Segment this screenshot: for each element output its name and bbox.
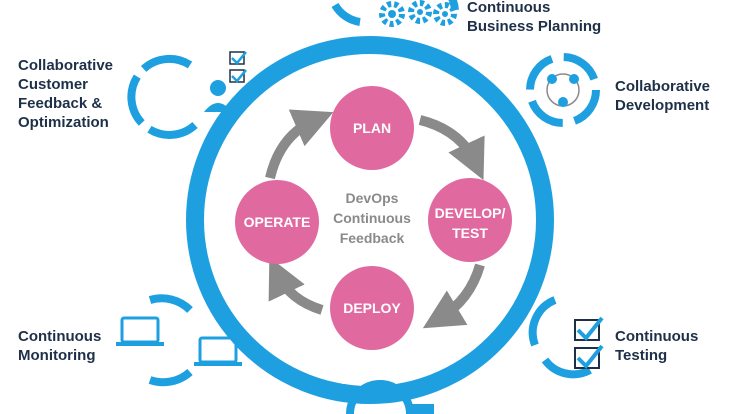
center-line-1: DevOps xyxy=(346,190,399,206)
label-collab-development: Collaborative Development xyxy=(615,78,711,114)
center-line-2: Continuous xyxy=(333,210,411,226)
label-continuous-monitoring: Continuous Monitoring xyxy=(18,328,102,364)
stage-develop-label-2: TEST xyxy=(452,225,488,241)
stage-develop-circle xyxy=(428,178,512,262)
stage-operate-label: OPERATE xyxy=(244,214,311,230)
gears-icon xyxy=(331,0,459,27)
stage-deploy-label: DEPLOY xyxy=(343,300,401,316)
center-line-3: Feedback xyxy=(340,230,405,246)
main-ring xyxy=(186,36,554,404)
arrow-deploy-to-operate xyxy=(268,256,324,315)
team-network-icon xyxy=(526,53,600,127)
label-continuous-testing: Continuous Testing xyxy=(615,328,699,364)
label-customer-feedback: Collaborative Customer Feedback & Optimi… xyxy=(18,57,114,131)
cycle-arrows xyxy=(265,109,485,329)
arrow-develop-to-deploy xyxy=(422,263,485,329)
stage-deploy-circle xyxy=(330,266,414,350)
arrow-plan-to-develop xyxy=(418,115,485,181)
checklist-icon xyxy=(528,296,604,379)
stage-plan-circle xyxy=(330,86,414,170)
bottom-partial-icon xyxy=(346,380,434,414)
stage-operate-circle xyxy=(235,180,319,264)
stage-develop-label-1: DEVELOP/ xyxy=(435,205,506,221)
arrow-operate-to-plan xyxy=(265,109,334,180)
ring-label-standards: Standards xyxy=(240,261,282,323)
stage-plan-label: PLAN xyxy=(353,120,391,136)
laptops-icon xyxy=(116,294,242,387)
user-checklist-icon xyxy=(127,51,247,139)
label-business-planning: Continuous Business Planning xyxy=(467,0,602,35)
